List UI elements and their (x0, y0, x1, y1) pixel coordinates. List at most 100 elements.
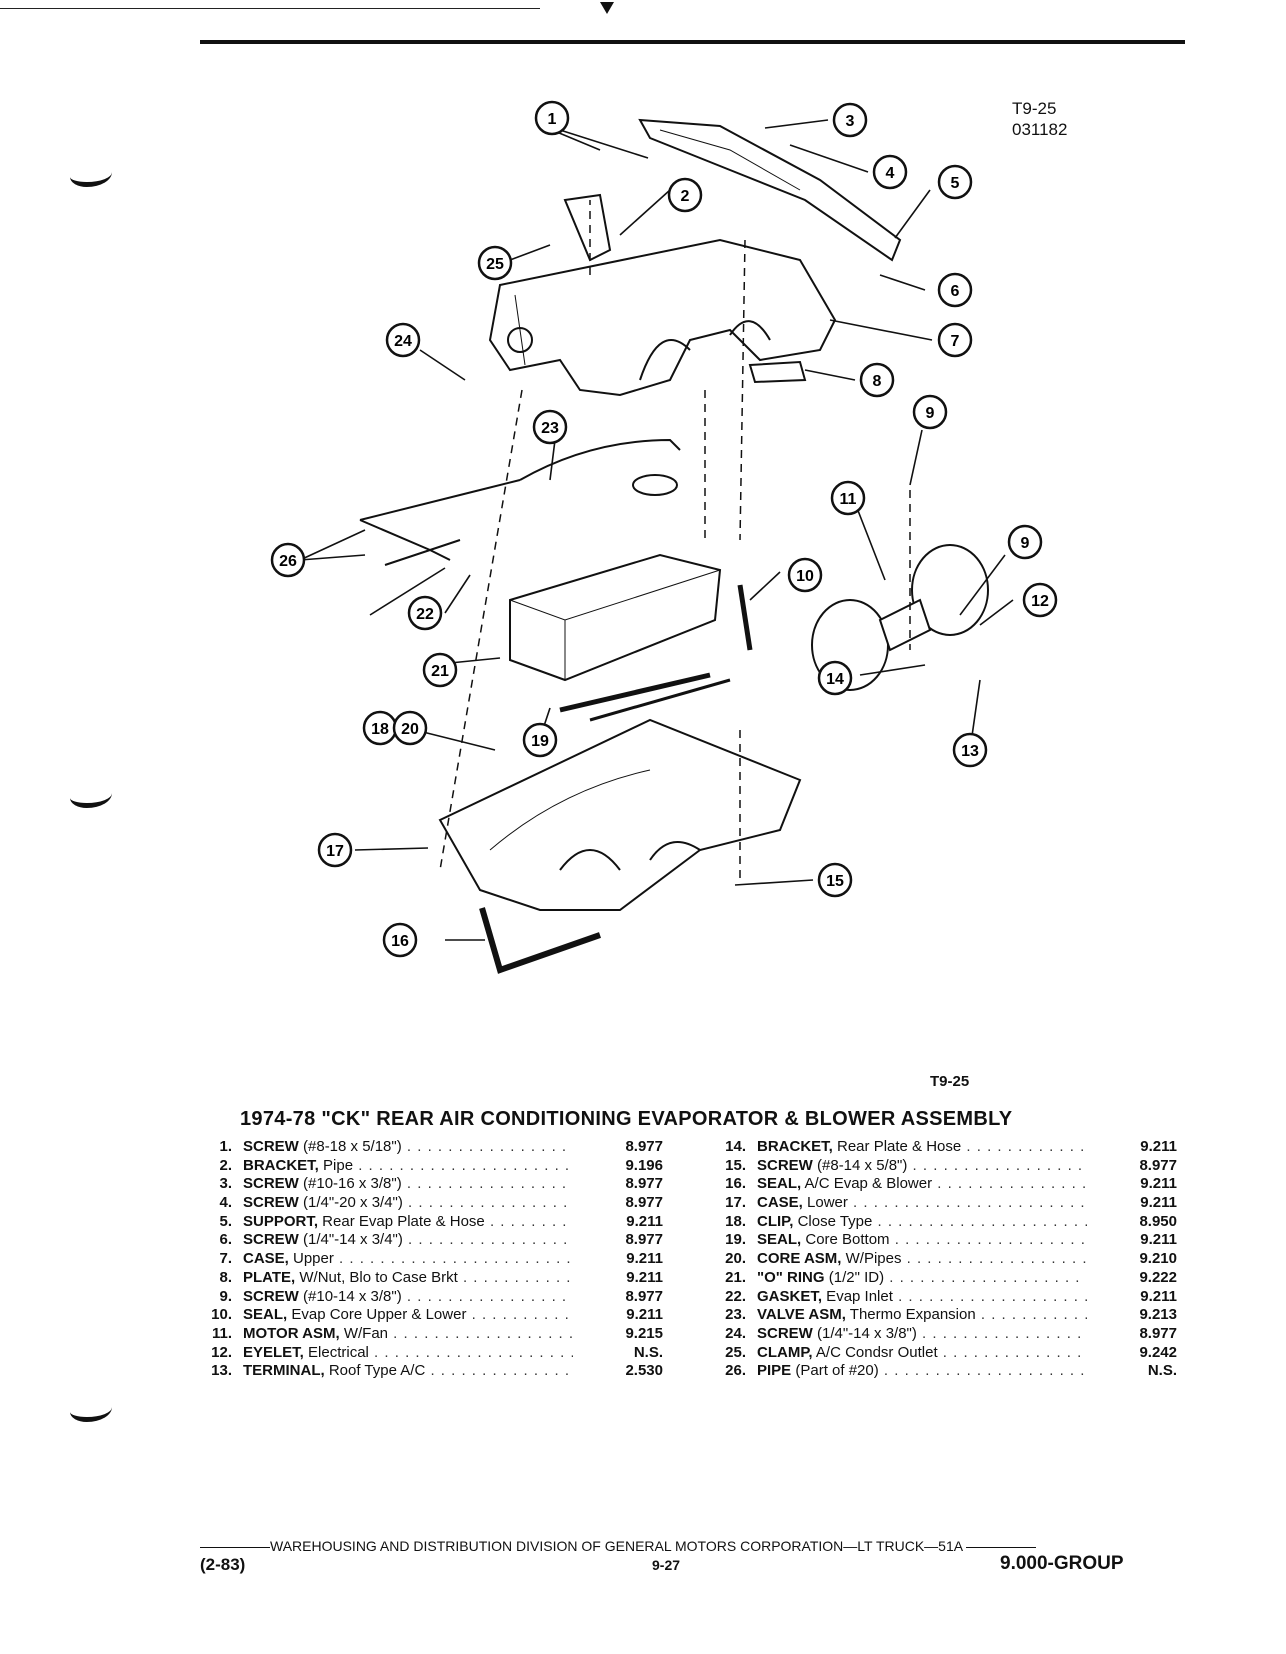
part-number: 12. (211, 1343, 232, 1361)
callout-9: 9 (912, 394, 948, 430)
parts-list-right: 14.BRACKET, Rear Plate & Hose . . . . . … (712, 1138, 1182, 1381)
callout-label: 24 (394, 333, 412, 350)
part-number: 11. (211, 1324, 232, 1342)
leader-dots: . . . . . . . . . . . . . . . . . . . . … (339, 1250, 573, 1268)
binder-hole-mark (70, 783, 112, 808)
part-group-code: 9.242 (1139, 1343, 1177, 1361)
callout-6: 6 (937, 272, 973, 308)
callout-label: 7 (951, 333, 960, 350)
part-description: SCREW (1/4"-14 x 3/4") . . . . . . . . .… (243, 1231, 573, 1250)
part-description: VALVE ASM, Thermo Expansion . . . . . . … (757, 1306, 1087, 1325)
part-detail: (1/2" ID) (824, 1268, 885, 1286)
part-name: SCREW (243, 1175, 299, 1193)
callout-label: 6 (951, 283, 960, 300)
part-row: 15.SCREW (#8-14 x 5/8") . . . . . . . . … (712, 1157, 1182, 1176)
callout-20: 20 (392, 710, 428, 746)
part-description: SEAL, Core Bottom . . . . . . . . . . . … (757, 1231, 1087, 1250)
leader-dots: . . . . . . . . . . . . . . . . . . . . … (942, 1343, 1087, 1361)
leader-dots: . . . . . . . . . . . . . . . . . . . . … (406, 1175, 573, 1193)
part-number: 19. (725, 1231, 746, 1249)
callout-1: 1 (534, 100, 570, 136)
part-number: 8. (219, 1268, 232, 1286)
callout-16: 16 (382, 922, 418, 958)
part-group-code: 9.211 (1140, 1194, 1177, 1212)
callout-label: 22 (416, 606, 434, 623)
part-name: CASE, (243, 1250, 289, 1268)
top-marker (600, 2, 614, 14)
part-group-code: 9.196 (625, 1156, 663, 1174)
part-detail: Rear Plate & Hose (832, 1138, 962, 1155)
part-detail: Pipe (318, 1156, 354, 1174)
part-description: CASE, Lower . . . . . . . . . . . . . . … (757, 1194, 1087, 1213)
part-detail: (#8-18 x 5/18") (298, 1138, 402, 1155)
part-row: 16.SEAL, A/C Evap & Blower . . . . . . .… (712, 1175, 1182, 1194)
leader-dots: . . . . . . . . . . . . . . . . . . . . … (406, 1138, 573, 1155)
part-group-code: 8.977 (625, 1175, 663, 1193)
part-group-code: 9.211 (1140, 1138, 1177, 1155)
callout-label: 9 (926, 405, 935, 422)
callout-label: 14 (826, 671, 844, 688)
part-detail: Roof Type A/C (324, 1362, 426, 1380)
callout-label: 13 (961, 743, 979, 760)
callout-23: 23 (532, 409, 568, 445)
part-name: CLAMP, (757, 1343, 813, 1361)
part-description: CLAMP, A/C Condsr Outlet . . . . . . . .… (757, 1344, 1087, 1363)
binder-hole-mark (70, 162, 112, 187)
leader-dots: . . . . . . . . . . . . . . . . . . . . … (471, 1306, 573, 1324)
part-row: 7.CASE, Upper . . . . . . . . . . . . . … (198, 1250, 668, 1269)
footer-division: WAREHOUSING AND DISTRIBUTION DIVISION OF… (200, 1538, 1200, 1554)
part-group-code: 9.215 (625, 1324, 663, 1342)
callout-label: 1 (548, 111, 557, 128)
part-name: EYELET, (243, 1343, 304, 1361)
part-number: 5. (219, 1212, 232, 1230)
part-name: SCREW (243, 1287, 299, 1305)
callout-label: 10 (796, 568, 814, 585)
callout-label: 11 (840, 491, 857, 508)
leader-dots: . . . . . . . . . . . . . . . . . . . . … (374, 1343, 573, 1361)
part-number: 21. (725, 1268, 746, 1286)
part-number: 14. (725, 1138, 746, 1155)
callout-label: 23 (541, 420, 559, 437)
part-name: TERMINAL, (243, 1362, 325, 1380)
exploded-view-diagram: 1234567891191210131415161718192021222324… (270, 100, 1058, 974)
callout-label: 4 (886, 165, 895, 182)
part-detail: (#10-16 x 3/8") (298, 1175, 402, 1193)
leader-dots: . . . . . . . . . . . . . . . . . . . . … (877, 1212, 1088, 1230)
part-row: 23. VALVE ASM, Thermo Expansion . . . . .… (712, 1306, 1182, 1325)
leader-dots: . . . . . . . . . . . . . . . . . . . . … (358, 1156, 573, 1174)
part-description: SCREW (1/4"-20 x 3/4") . . . . . . . . .… (243, 1194, 573, 1213)
part-name: SEAL, (243, 1306, 288, 1324)
part-group-code: N.S. (1147, 1362, 1177, 1380)
part-row: 17.CASE, Lower . . . . . . . . . . . . .… (712, 1194, 1182, 1213)
part-name: SEAL, (757, 1175, 802, 1193)
part-row: 20.CORE ASM, W/Pipes . . . . . . . . . .… (712, 1250, 1182, 1269)
part-description: SCREW (#8-18 x 5/18") . . . . . . . . . … (243, 1138, 573, 1157)
callout-label: 2 (681, 188, 690, 205)
part-group-code: 9.222 (1139, 1268, 1177, 1286)
leader-dots: . . . . . . . . . . . . . . . . . . . . … (408, 1194, 573, 1212)
part-row: 25.CLAMP, A/C Condsr Outlet . . . . . . … (712, 1344, 1182, 1363)
part-number: 23. (725, 1306, 746, 1324)
part-name: CORE ASM, (757, 1250, 842, 1268)
leader-dots: . . . . . . . . . . . . . . . . . . . . … (937, 1175, 1087, 1193)
part-row: 2.BRACKET, Pipe . . . . . . . . . . . . … (198, 1157, 668, 1176)
callout-17: 17 (317, 832, 353, 868)
revision-date: (2-83) (200, 1555, 246, 1574)
part-description: SCREW (1/4"-14 x 3/8") . . . . . . . . .… (757, 1325, 1087, 1344)
part-group-code: 9.211 (626, 1268, 663, 1286)
part-detail: Core Bottom (801, 1231, 890, 1249)
part-row: 19. SEAL, Core Bottom . . . . . . . . . .… (712, 1231, 1182, 1250)
part-detail: W/Fan (339, 1324, 389, 1342)
part-group-code: 9.213 (1139, 1306, 1177, 1324)
part-description: SEAL, Evap Core Upper & Lower . . . . . … (243, 1306, 573, 1325)
part-group-code: 8.977 (625, 1287, 663, 1305)
part-group-code: 8.977 (625, 1231, 663, 1249)
callout-21: 21 (422, 652, 458, 688)
part-detail: (1/4"-20 x 3/4") (298, 1194, 403, 1212)
part-name: CASE, (757, 1194, 803, 1212)
part-detail: (#8-14 x 5/8") (812, 1156, 908, 1174)
callout-24: 24 (385, 322, 421, 358)
part-detail: Thermo Expansion (845, 1306, 976, 1324)
leader-dots: . . . . . . . . . . . . . . . . . . . . … (966, 1138, 1087, 1155)
part-row: 10.SEAL, Evap Core Upper & Lower . . . .… (198, 1306, 668, 1325)
